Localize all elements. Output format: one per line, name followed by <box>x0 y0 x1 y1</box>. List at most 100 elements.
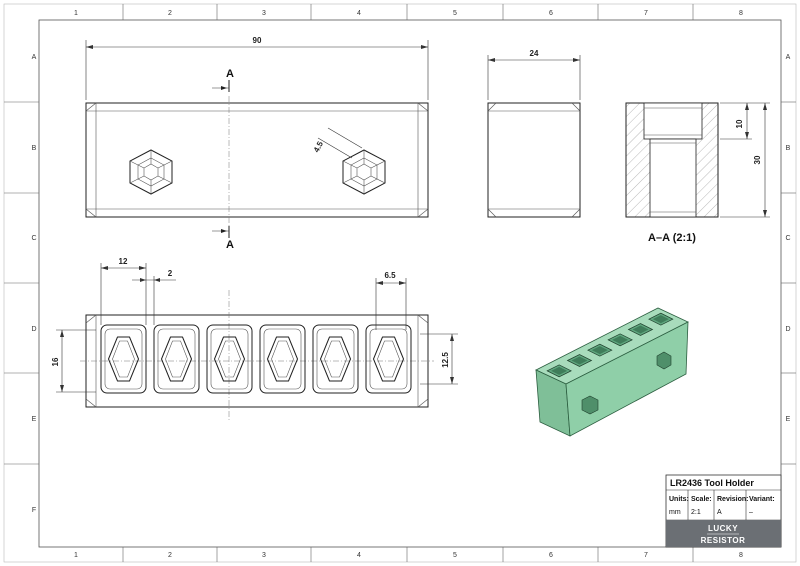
col-label: 1 <box>74 10 78 17</box>
units-label: Units: <box>669 496 689 503</box>
pocket-hex-profile <box>373 336 404 382</box>
front-outline <box>85 102 429 218</box>
model-pocket-inner <box>632 325 649 334</box>
section-label: A–A (2:1) <box>648 232 696 244</box>
hex-hole-left <box>129 149 173 195</box>
pocket-hex-profile <box>267 336 298 382</box>
hex-hole-right <box>342 149 386 195</box>
col-label: 6 <box>549 10 553 17</box>
pocket-hex-inner <box>165 340 188 378</box>
drawing-title: LR2436 Tool Holder <box>670 478 754 488</box>
row-label: B <box>786 145 791 152</box>
model-hex-hole <box>581 395 599 415</box>
section-marker-bottom: A <box>226 239 234 251</box>
pocket-inner <box>104 328 143 390</box>
row-label: B <box>32 145 37 152</box>
row-label: C <box>785 235 790 242</box>
pocket <box>153 324 200 394</box>
dim-wall: 2 <box>168 269 173 278</box>
model-hex-hole <box>656 351 672 370</box>
col-label: 1 <box>74 552 78 559</box>
column-labels-bottom: 1 2 3 4 5 6 7 8 <box>74 552 743 559</box>
inner-frame <box>38 19 782 548</box>
col-label: 2 <box>168 552 172 559</box>
row-label: F <box>32 507 36 514</box>
pocket <box>365 324 412 394</box>
revision-value: A <box>717 509 722 516</box>
isometric-model <box>535 307 689 437</box>
row-label: D <box>785 326 790 333</box>
col-label: 5 <box>453 10 457 17</box>
pocket-hex-inner <box>377 340 400 378</box>
pocket-hex-inner <box>218 340 241 378</box>
row-label: C <box>31 235 36 242</box>
col-label: 4 <box>357 552 361 559</box>
model-pocket-inner <box>591 346 608 355</box>
column-ticks <box>4 4 796 562</box>
variant-value: – <box>749 509 753 516</box>
dim-pocket-length: 12.5 <box>441 352 450 368</box>
col-label: 7 <box>644 552 648 559</box>
pocket <box>259 324 306 394</box>
dim-width: 24 <box>530 49 539 58</box>
col-label: 5 <box>453 552 457 559</box>
pocket <box>206 324 253 394</box>
top-view: 12 2 6.5 16 12.5 <box>51 257 458 420</box>
row-label: E <box>32 416 37 423</box>
side-view: 24 <box>487 49 581 218</box>
company-logo <box>666 520 781 547</box>
col-label: 3 <box>262 552 266 559</box>
front-view: 4.5 90 A A <box>85 36 429 251</box>
pocket-hex-profile <box>320 336 351 382</box>
column-labels-top: 1 2 3 4 5 6 7 8 <box>74 10 743 17</box>
pocket-hex-inner <box>271 340 294 378</box>
section-view: 10 30 A–A (2:1) <box>625 102 770 244</box>
pocket-hex-inner <box>324 340 347 378</box>
pocket-hex-profile <box>161 336 192 382</box>
col-label: 7 <box>644 10 648 17</box>
revision-label: Revision: <box>717 496 749 503</box>
model-pockets <box>546 312 674 378</box>
dim-pitch: 12 <box>119 257 128 266</box>
dim-hex-size: 4.5 <box>312 139 325 154</box>
logo-line1: LUCKY <box>708 524 738 533</box>
row-label: A <box>786 54 791 61</box>
logo-line2: RESISTOR <box>701 536 746 545</box>
pocket-hex-profile <box>214 336 245 382</box>
section-marker-top: A <box>226 68 234 80</box>
model-pocket-inner <box>612 335 629 344</box>
pocket-hex-inner <box>112 340 135 378</box>
pocket <box>100 324 147 394</box>
row-labels-right: A B C D E <box>785 54 790 423</box>
scale-label: Scale: <box>691 496 712 503</box>
model-pocket-inner <box>551 366 568 375</box>
col-label: 8 <box>739 552 743 559</box>
pocket <box>312 324 359 394</box>
scale-value: 2:1 <box>691 509 701 516</box>
pocket-inner <box>210 328 249 390</box>
dim-depth-left: 16 <box>51 357 60 366</box>
variant-label: Variant: <box>749 496 775 503</box>
col-label: 4 <box>357 10 361 17</box>
title-block: LR2436 Tool Holder Units: mm Scale: 2:1 … <box>665 474 782 548</box>
dim-overall-length: 90 <box>253 36 262 45</box>
row-labels-left: A B C D E F <box>31 54 36 514</box>
row-label: A <box>32 54 37 61</box>
col-label: 3 <box>262 10 266 17</box>
pocket-hex-profile <box>108 336 139 382</box>
dim-section-top: 10 <box>735 119 744 128</box>
row-label: D <box>31 326 36 333</box>
dim-section-height: 30 <box>753 155 762 164</box>
units-value: mm <box>669 509 681 516</box>
col-label: 2 <box>168 10 172 17</box>
model-pocket-inner <box>652 315 669 324</box>
model-pocket-inner <box>571 356 588 365</box>
pocket-inner <box>157 328 196 390</box>
pocket-inner <box>263 328 302 390</box>
pockets <box>100 324 412 394</box>
pocket-inner <box>369 328 408 390</box>
pocket-inner <box>316 328 355 390</box>
col-label: 6 <box>549 552 553 559</box>
row-label: E <box>786 416 791 423</box>
